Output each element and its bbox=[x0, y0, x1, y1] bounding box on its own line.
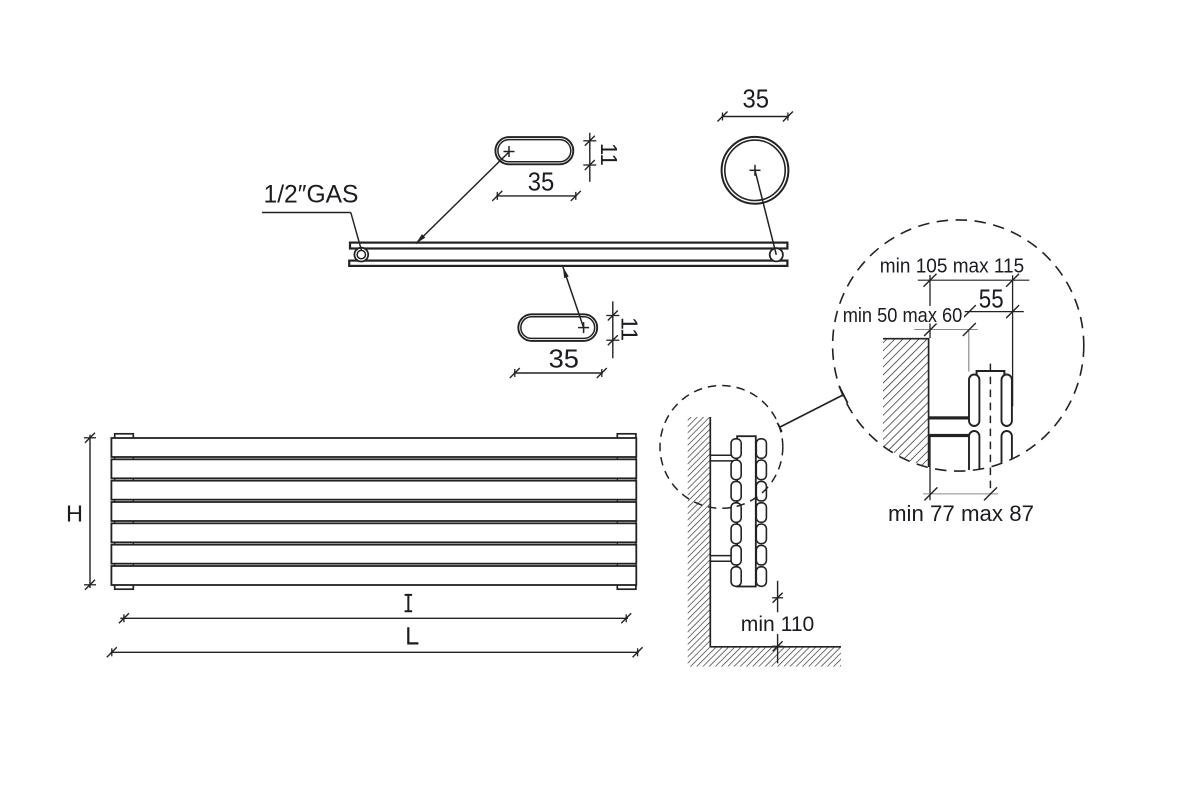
svg-text:min 110: min 110 bbox=[741, 613, 815, 636]
svg-text:11: 11 bbox=[617, 317, 643, 341]
svg-text:11: 11 bbox=[596, 143, 622, 166]
svg-text:55: 55 bbox=[979, 283, 1004, 313]
svg-text:1/2″GAS: 1/2″GAS bbox=[264, 181, 359, 209]
svg-text:min 50 max 60: min 50 max 60 bbox=[843, 305, 963, 327]
svg-text:min 105 max 115: min 105 max 115 bbox=[880, 255, 1024, 277]
svg-text:H: H bbox=[66, 500, 83, 526]
svg-text:35: 35 bbox=[743, 83, 770, 113]
svg-text:35: 35 bbox=[549, 344, 579, 374]
svg-text:min 77 max 87: min 77 max 87 bbox=[888, 501, 1034, 526]
svg-text:35: 35 bbox=[528, 167, 555, 197]
